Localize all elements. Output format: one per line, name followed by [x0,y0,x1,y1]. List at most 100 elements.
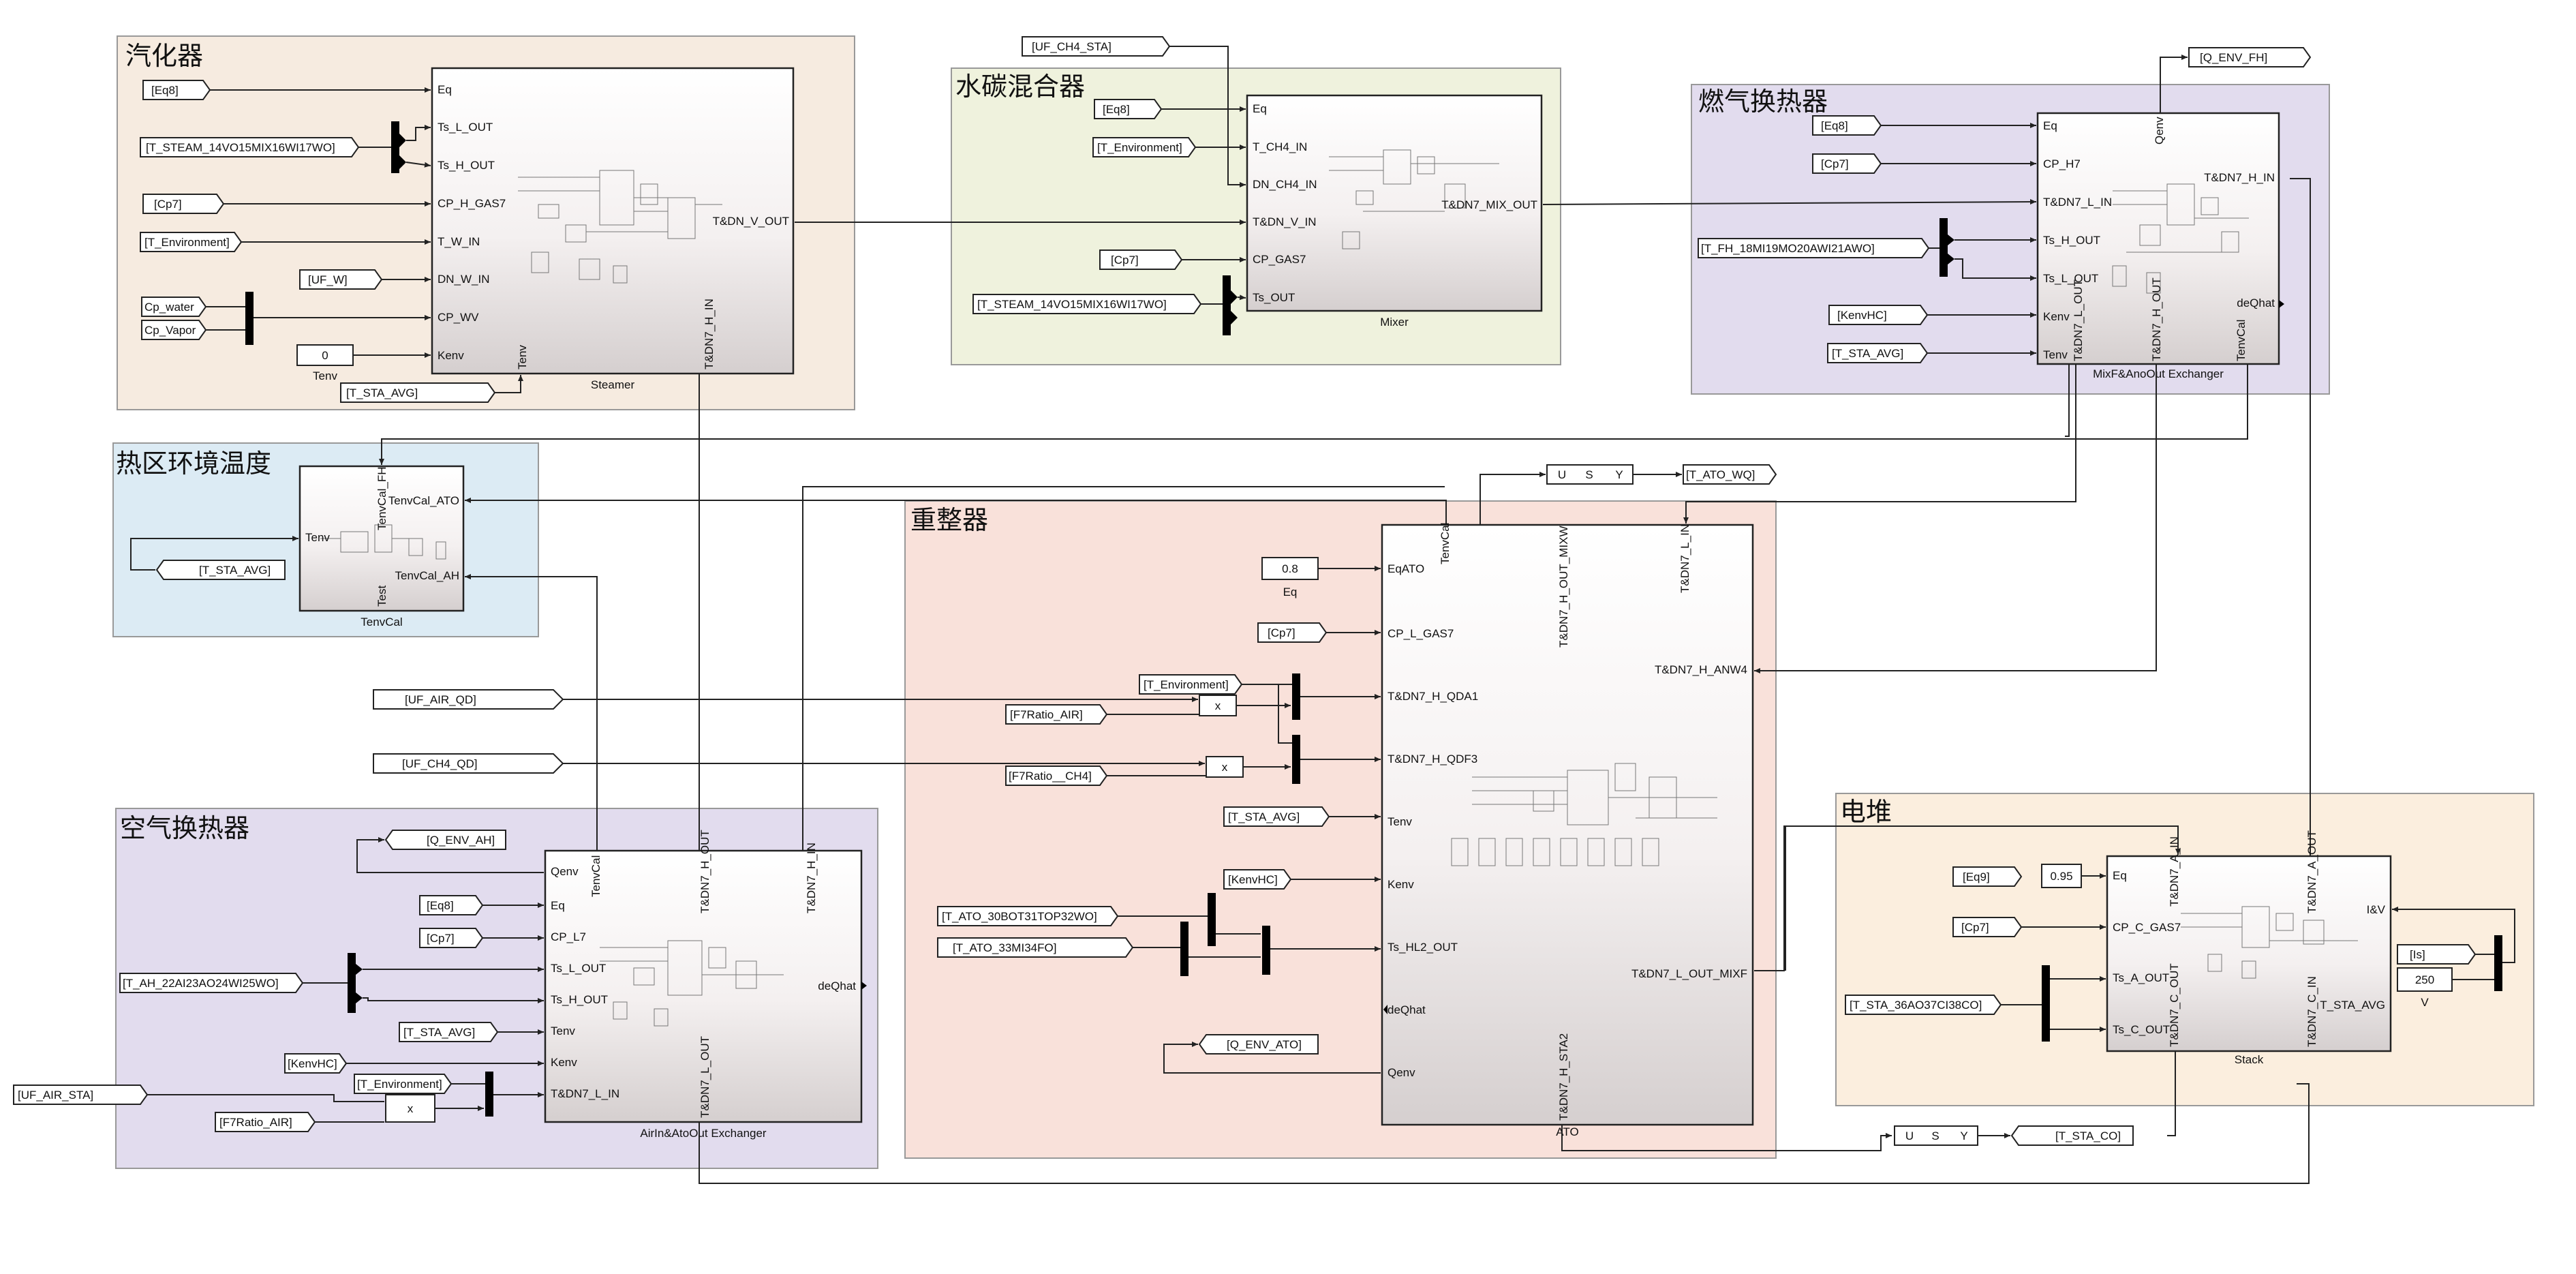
tag-cp7-ato[interactable] [1257,622,1328,643]
tenvcal-block[interactable]: Tenv TenvCal_ATO TenvCal_AH TenvCal_FH T… [298,465,465,628]
tag-tah-label: [T_AH_22AI23AO24WI25WO] [123,977,279,990]
ah-inner-diagram [600,940,784,1027]
ah-block[interactable]: Qenv Eq CP_L7 Ts_L_OUT Ts_H_OUT Tenv Ken… [544,830,867,1140]
tag-qenvfh[interactable] [2188,47,2312,67]
mixer-port-dn-ch4-in: DN_CH4_IN [1253,178,1317,191]
steamer-port-ts-h-out: Ts_H_OUT [438,159,495,172]
demux-stack [2042,965,2050,1042]
tenvcal-wires: [T_STA_AVG] [130,364,2248,878]
tag-tsteam-steamer[interactable] [140,137,360,157]
tag-eq9[interactable] [1952,866,2023,887]
mixer-block[interactable]: Eq T_CH4_IN DN_CH4_IN T&DN_V_IN CP_GAS7 … [1246,94,1543,329]
tag-eq8-fh-label: [Eq8] [1821,119,1848,132]
tag-tato30[interactable] [937,906,1119,926]
selector-usy-top-y: Y [1615,468,1623,481]
tag-tsta-tenv[interactable] [155,560,286,580]
tag-qenvato[interactable] [1198,1034,1319,1055]
ato-port-kenv: Kenv [1387,878,1414,891]
tag-f7air-ah[interactable] [215,1112,316,1132]
tag-cpwater[interactable] [141,297,207,317]
tag-eq8-steamer[interactable] [142,80,211,100]
ah-port-eq: Eq [551,899,565,912]
tag-tsta-ato[interactable] [1223,806,1330,827]
tag-ufw[interactable] [299,269,383,290]
tag-eq8-mixer[interactable] [1094,99,1163,119]
tag-ufairsta[interactable] [13,1085,149,1105]
tag-tenv-ah-label: [T_Environment] [357,1078,442,1091]
tag-tsta-ah-label: [T_STA_AVG] [403,1026,475,1039]
tag-ufch4sta[interactable] [1022,36,1171,57]
selector-usy-top[interactable] [1546,464,1634,485]
tag-tsta-ah[interactable] [399,1022,499,1042]
tag-tsta36[interactable] [1845,995,2002,1015]
selector-usy-bottom-s: S [1931,1129,1939,1142]
tag-qenvah-label: [Q_ENV_AH] [427,834,495,847]
ato-port-h-out-mixw: T&DN7_H_OUT_MIXW [1557,526,1570,648]
tag-tenv-ato[interactable] [1139,674,1243,695]
tag-kenv-ato[interactable] [1223,869,1292,890]
demux-ato30 [1208,893,1216,946]
tag-cp7-steamer-label: [Cp7] [154,198,182,211]
tag-ufch4qd[interactable] [373,753,564,774]
stack-block[interactable]: Eq CP_C_GAS7 Ts_A_OUT Ts_C_OUT T&DN7_A_I… [2106,830,2392,1066]
tag-ufairqd[interactable] [373,689,564,710]
steamer-port-t-w-in: T_W_IN [438,235,480,248]
tag-is[interactable] [2397,944,2477,965]
tag-tatowq[interactable] [1683,464,1777,485]
ato-block-name: ATO [1556,1125,1578,1138]
tag-tenv-steamer[interactable] [140,232,243,252]
tag-cp7-mixer[interactable] [1099,249,1183,270]
const-eqato-value: 0.8 [1282,562,1298,575]
tag-cp7-fh[interactable] [1812,153,1882,174]
tag-tato33-label: [T_ATO_33MI34FO] [953,941,1056,954]
ato-port-qdf3: T&DN7_H_QDF3 [1387,753,1477,765]
tag-eq8-ah[interactable] [419,895,484,915]
tag-kenv-ah[interactable] [284,1053,348,1074]
mux-ato-qda1 [1292,673,1300,720]
tag-f7air-ato[interactable] [1005,704,1108,725]
tag-tsta-steamer[interactable] [340,382,496,403]
tag-cp7-steamer[interactable] [142,194,225,214]
tag-tfh[interactable] [1698,238,1930,258]
mixer-inputs: [UF_CH4_STA] [Eq8] [T_Environment] [Cp7]… [972,36,1246,335]
tag-f7ch4-ato[interactable] [1005,765,1108,786]
mux-stack-iv [2494,935,2502,991]
const-v[interactable] [2397,967,2453,992]
mult-ah[interactable] [385,1094,435,1123]
tag-cp7-ato-label: [Cp7] [1268,626,1295,639]
mux-ato-hl2 [1262,926,1270,975]
tag-tenv-ato-label: [T_Environment] [1144,678,1229,691]
tag-tstaco[interactable] [2010,1125,2134,1146]
selector-usy-bottom[interactable] [1894,1125,1978,1146]
tag-qenvah[interactable] [384,830,506,850]
stack-port-c-out: T&DN7_C_OUT [2168,963,2181,1047]
steamer-block[interactable]: Eq Ts_L_OUT Ts_H_OUT CP_H_GAS7 T_W_IN DN… [431,67,795,391]
const-kenv-zero-label: Tenv [313,369,337,382]
tag-f7air-ah-label: [F7Ratio_AIR] [219,1116,292,1129]
tag-cp7-fh-label: [Cp7] [1821,157,1849,170]
tag-kenv-fh[interactable] [1828,305,1929,325]
selector-usy-top-s: S [1585,468,1593,481]
tag-eq8-fh[interactable] [1812,115,1882,136]
const-kenv-zero[interactable] [296,344,354,366]
tag-cpvapor[interactable] [141,320,207,340]
tag-tato33[interactable] [937,937,1134,958]
const-eqsk[interactable] [2041,864,2082,888]
mixer-to-fh-wires [795,199,2037,225]
tag-cp7-ah[interactable] [419,928,484,948]
tag-ufairqd-label: [UF_AIR_QD] [405,693,476,706]
tag-tenv-ah[interactable] [354,1074,453,1094]
const-eqato[interactable] [1261,557,1319,580]
steamer-block-name: Steamer [591,378,635,391]
tag-tsta-fh[interactable] [1827,343,1929,363]
ato-port-cp-l-gas7: CP_L_GAS7 [1387,627,1454,640]
fh-block[interactable]: Eq CP_H7 T&DN7_L_IN Ts_H_OUT Ts_L_OUT Ke… [2036,112,2284,380]
ato-block[interactable]: EqATO CP_L_GAS7 T&DN7_H_QDA1 T&DN7_H_QDF… [1381,523,1754,1138]
tag-tsteam-mixer[interactable] [972,294,1202,314]
tag-tenv-mixer[interactable] [1092,137,1197,157]
tag-tah[interactable] [119,973,304,993]
tag-tsta-ato-label: [T_STA_AVG] [1228,810,1300,823]
mult-air-ato[interactable] [1199,695,1237,716]
tag-cp7-stack[interactable] [1952,917,2023,937]
